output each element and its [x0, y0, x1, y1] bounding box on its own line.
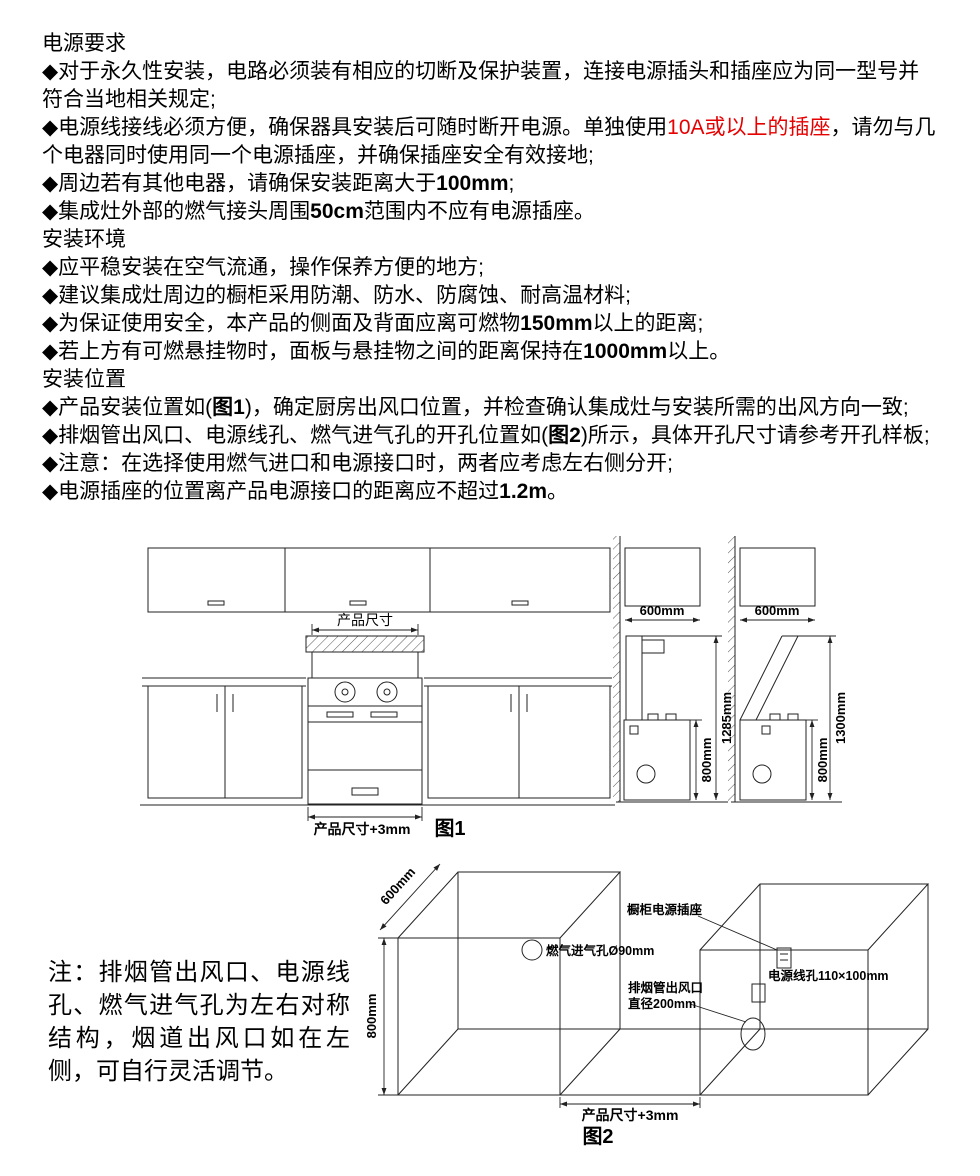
- fig1-side2-total-height-label: 1300mm: [833, 692, 848, 744]
- text-segment: 符合当地相关规定;: [42, 88, 216, 111]
- fig1-side-view-2: [728, 536, 842, 803]
- fig2-caption: 图2: [582, 1125, 613, 1148]
- text-segment: 范围内不应有电源插座。: [363, 200, 595, 223]
- fig1-front-dimensions: 产品尺寸 产品尺寸+3mm 图1: [307, 612, 466, 840]
- text-segment: ◆电源插座的位置离产品电源接口的距离应不超过: [42, 480, 500, 503]
- text-segment: ◆注意：在选择使用燃气进口和电源接口时，两者应考虑左右侧分开;: [42, 452, 673, 475]
- text-segment: )所示，具体开孔尺寸请参考开孔样板;: [580, 424, 930, 447]
- bold-fig2-ref: 图2: [548, 424, 581, 447]
- instruction-text: 电源要求 ◆对于永久性安装，电路必须装有相应的切断及保护装置，连接电源插头和插座…: [42, 30, 947, 506]
- bold-distance-100mm: 100mm: [436, 172, 509, 195]
- bullet-left-right-note: ◆注意：在选择使用燃气进口和电源接口时，两者应考虑左右侧分开;: [42, 450, 947, 478]
- smoke-outlet-label-line2: 直径200mm: [628, 996, 696, 1011]
- smoke-outlet-hole: [740, 1017, 766, 1051]
- section-title-install-environment: 安装环境: [42, 226, 947, 254]
- fig1-product-size-plus-label: 产品尺寸+3mm: [314, 821, 411, 837]
- bold-distance-50cm: 50cm: [310, 200, 364, 223]
- text-segment: ◆产品安装位置如(: [42, 396, 213, 419]
- text-segment: ◆若上方有可燃悬挂物时，面板与悬挂物之间的距离保持在: [42, 340, 584, 363]
- bold-fig1-ref: 图1: [212, 396, 245, 419]
- figure-1-diagram: 产品尺寸 产品尺寸+3mm 图1 600mm 800mm: [140, 536, 848, 840]
- fig1-side2-depth-label: 600mm: [755, 603, 800, 618]
- fig1-side-view-1: [613, 536, 728, 803]
- figure-2-diagram: 燃气进气孔Ø90mm 橱柜电源插座 电源线孔110×100mm 排烟管出风口 直…: [364, 863, 930, 1148]
- cabinet-socket-label: 橱柜电源插座: [627, 902, 703, 917]
- text-segment: ◆周边若有其他电器，请确保安装距离大于: [42, 172, 437, 195]
- text-segment: 个电器同时使用同一个电源插座，并确保插座安全有效接地;: [42, 144, 594, 167]
- bullet-cabinet-materials: ◆建议集成灶周边的橱柜采用防潮、防水、防腐蚀、耐高温材料;: [42, 282, 947, 310]
- text-segment: 。: [547, 480, 569, 503]
- text-segment: 安装位置: [42, 368, 126, 391]
- fig1-side1-body-height-label: 800mm: [699, 738, 714, 783]
- text-segment: ◆电源线接线必须方便，确保器具安装后可随时断开电源。单独使用: [42, 116, 668, 139]
- bullet-gas-joint-socket: ◆集成灶外部的燃气接头周围50cm范围内不应有电源插座。: [42, 198, 947, 226]
- text-segment: ◆为保证使用安全，本产品的侧面及背面应离可燃物: [42, 312, 521, 335]
- text-segment: 以上的距离;: [592, 312, 704, 335]
- text-segment: 安装环境: [42, 228, 126, 251]
- bold-distance-150mm: 150mm: [520, 312, 593, 335]
- bullet-permanent-installation: ◆对于永久性安装，电路必须装有相应的切断及保护装置，连接电源插头和插座应为同一型…: [42, 58, 947, 86]
- bullet-socket-requirement-cont: 个电器同时使用同一个电源插座，并确保插座安全有效接地;: [42, 142, 947, 170]
- smoke-outlet-label-line1: 排烟管出风口: [628, 980, 703, 995]
- fig1-side1-depth-label: 600mm: [640, 603, 685, 618]
- text-segment: 以上。: [667, 340, 731, 363]
- fig2-side-note: 注：排烟管出风口、电源线孔、燃气进气孔为左右对称结构，烟道出风口如在左侧，可自行…: [48, 959, 350, 1085]
- fig1-front-view: [140, 547, 615, 806]
- text-segment: ◆集成灶外部的燃气接头周围: [42, 200, 311, 223]
- text-segment: ◆应平稳安装在空气流通，操作保养方便的地方;: [42, 256, 484, 279]
- fig1-side-view-2-dimensions: 600mm 800mm 1300mm: [740, 603, 848, 800]
- text-segment: 电源要求: [42, 32, 126, 55]
- fig2-width-dim-label: 产品尺寸+3mm: [582, 1107, 679, 1123]
- fig2-cavity-floor: [560, 1028, 760, 1096]
- bullet-flammable-distance: ◆为保证使用安全，本产品的侧面及背面应离可燃物150mm以上的距离;: [42, 310, 947, 338]
- gas-inlet-hole: [521, 939, 543, 961]
- gas-inlet-label: 燃气进气孔Ø90mm: [546, 943, 654, 958]
- section-title-power-requirements: 电源要求: [42, 30, 947, 58]
- text-segment: ◆建议集成灶周边的橱柜采用防潮、防水、防腐蚀、耐高温材料;: [42, 284, 631, 307]
- section-title-install-position: 安装位置: [42, 366, 947, 394]
- fig1-caption: 图1: [434, 817, 465, 840]
- fig1-side2-body-height-label: 800mm: [815, 738, 830, 783]
- fig2-height-label: 800mm: [364, 994, 379, 1039]
- text-segment: ◆排烟管出风口、电源线孔、燃气进气孔的开孔位置如(: [42, 424, 549, 447]
- fig1-side-view-1-dimensions: 600mm 800mm 1285mm: [625, 603, 734, 800]
- fig2-left-cabinet-box: [397, 871, 622, 1096]
- text-segment: ;: [508, 172, 515, 195]
- bullet-hanging-distance: ◆若上方有可燃悬挂物时，面板与悬挂物之间的距离保持在1000mm以上。: [42, 338, 947, 366]
- cabinet-power-socket: [776, 947, 792, 969]
- bullet-position-fig1: ◆产品安装位置如(图1)，确定厨房出风口位置，并检查确认集成灶与安装所需的出风方…: [42, 394, 947, 422]
- fig2-depth-label: 600mm: [377, 864, 418, 907]
- bullet-socket-max-distance: ◆电源插座的位置离产品电源接口的距离应不超过1.2m。: [42, 478, 947, 506]
- text-segment: )，确定厨房出风口位置，并检查确认集成灶与安装所需的出风方向一致;: [244, 396, 909, 419]
- bold-distance-1000mm: 1000mm: [583, 340, 668, 363]
- bullet-socket-requirement: ◆电源线接线必须方便，确保器具安装后可随时断开电源。单独使用10A或以上的插座，…: [42, 114, 947, 142]
- bullet-appliance-distance: ◆周边若有其他电器，请确保安装距离大于100mm;: [42, 170, 947, 198]
- fig1-product-size-label: 产品尺寸: [337, 612, 393, 628]
- bullet-ventilation: ◆应平稳安装在空气流通，操作保养方便的地方;: [42, 254, 947, 282]
- fig2-leader-lines: [689, 915, 778, 1023]
- power-cord-hole: [751, 983, 766, 1003]
- highlight-socket-rating: 10A或以上的插座: [667, 116, 831, 139]
- fig2-labels: 燃气进气孔Ø90mm 橱柜电源插座 电源线孔110×100mm 排烟管出风口 直…: [546, 902, 889, 1011]
- text-segment: ，请勿与几: [830, 116, 936, 139]
- fig2-right-cabinet-box: [699, 883, 930, 1096]
- bullet-permanent-installation-cont: 符合当地相关规定;: [42, 86, 947, 114]
- bold-distance-1-2m: 1.2m: [499, 480, 548, 503]
- fig2-openings: [521, 939, 792, 1051]
- power-cord-hole-label: 电源线孔110×100mm: [768, 968, 889, 983]
- text-segment: ◆对于永久性安装，电路必须装有相应的切断及保护装置，连接电源插头和插座应为同一型…: [42, 60, 920, 83]
- bullet-holes-fig2: ◆排烟管出风口、电源线孔、燃气进气孔的开孔位置如(图2)所示，具体开孔尺寸请参考…: [42, 422, 947, 450]
